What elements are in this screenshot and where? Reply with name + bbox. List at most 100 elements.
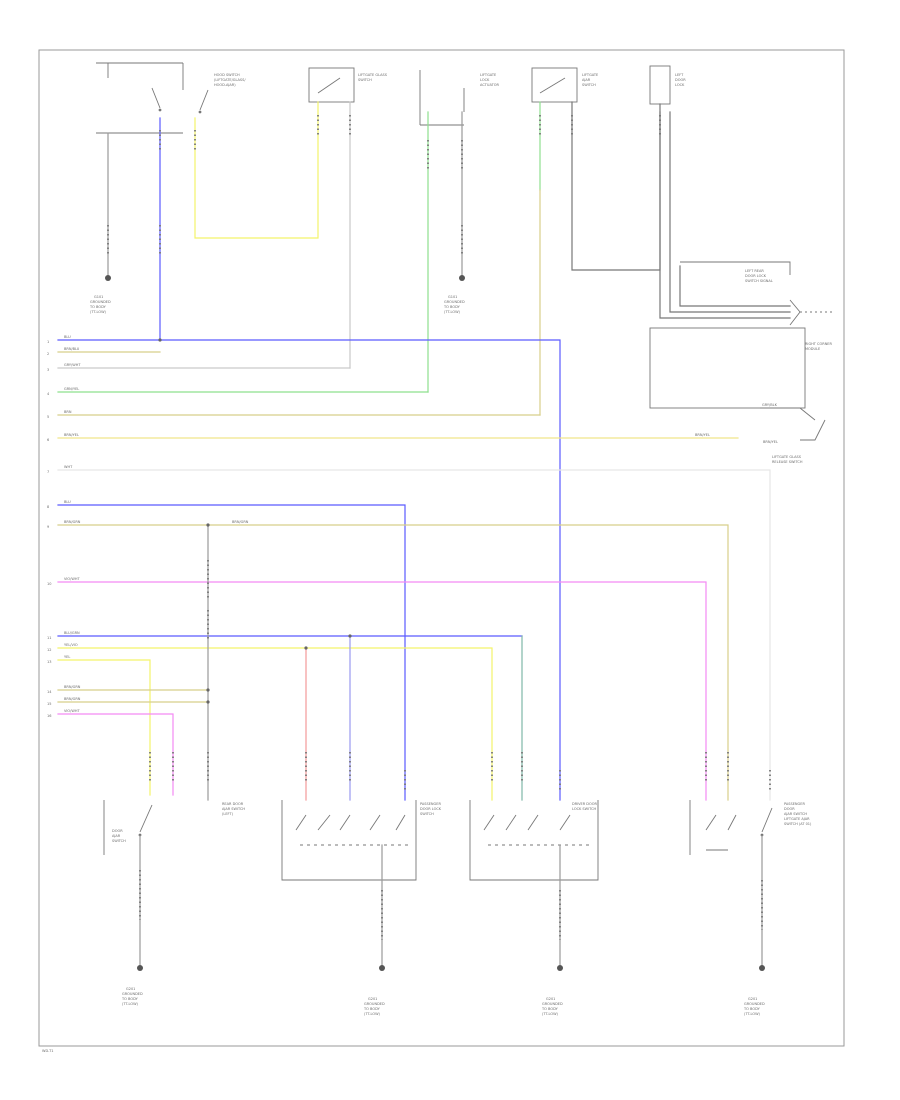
pin-7: 7 <box>47 470 49 474</box>
svg-text:BRN/GRN: BRN/GRN <box>232 520 249 524</box>
svg-text:GRY/WHT: GRY/WHT <box>64 363 81 367</box>
pin-11: 11 <box>47 636 51 640</box>
svg-text:BRN/YEL: BRN/YEL <box>695 433 710 437</box>
svg-text:1: 1 <box>47 340 49 344</box>
svg-text:10: 10 <box>47 582 51 586</box>
svg-text:GRN/YEL: GRN/YEL <box>64 387 79 391</box>
svg-text:BRN/GRN: BRN/GRN <box>64 697 81 701</box>
liftgate-glass-label-1: LIFTGATE GLASS <box>358 73 388 77</box>
driver-door-lock-switch-symbol <box>469 800 599 966</box>
pin-5: 5 <box>47 415 49 419</box>
wire-label-13: YEL <box>64 655 70 659</box>
wire-label-7: WHT <box>64 465 73 469</box>
svg-text:LIFTGATE AJAR: LIFTGATE AJAR <box>784 817 810 821</box>
right-module-box <box>649 327 806 409</box>
passenger-door-lock-switch-symbol <box>281 800 417 966</box>
svg-text:2: 2 <box>47 352 49 356</box>
svg-text:YEL: YEL <box>64 655 70 659</box>
svg-text:5: 5 <box>47 415 49 419</box>
svg-text:(TT-LOW): (TT-LOW) <box>444 310 461 314</box>
relay-top-label-3: SWITCH SIGNAL <box>745 279 773 283</box>
ground-g5-line-1: G201 <box>546 997 555 1001</box>
door-ajar-label-3: SWITCH <box>112 839 126 843</box>
ground-g5-line-2: GROUNDED <box>542 1002 563 1006</box>
liftgate-lock-label-3: ACTUATOR <box>480 83 499 87</box>
svg-text:16: 16 <box>47 714 51 718</box>
ground-g5-icon <box>557 965 563 971</box>
svg-text:YEL/VIO: YEL/VIO <box>64 643 78 647</box>
left-door-lock-label-2: DOOR <box>675 78 686 82</box>
liftgate-glass-label-2: SWITCH <box>358 78 372 82</box>
left-door-lock-label-3: LOCK <box>675 83 685 87</box>
wire-label-12: YEL/VIO <box>64 643 78 647</box>
svg-text:WD-T1: WD-T1 <box>42 1049 53 1053</box>
svg-text:REAR DOOR: REAR DOOR <box>222 802 244 806</box>
ground-g6-line-2: GROUNDED <box>744 1002 765 1006</box>
wire-label-3: GRY/WHT <box>64 363 81 367</box>
svg-text:GROUNDED: GROUNDED <box>444 300 465 304</box>
passenger-ajar-label-1: PASSENGER <box>784 802 805 806</box>
svg-text:BRN/YEL: BRN/YEL <box>763 440 778 444</box>
svg-text:DRIVER DOOR: DRIVER DOOR <box>572 802 598 806</box>
liftgate-glass-switch-symbol <box>308 67 355 103</box>
svg-text:LIFTGATE: LIFTGATE <box>480 73 496 77</box>
wire-label-11: BLU/GRN <box>64 631 80 635</box>
svg-text:G201: G201 <box>126 987 135 991</box>
svg-text:(LIFTGATE/GLASS/: (LIFTGATE/GLASS/ <box>214 78 246 82</box>
svg-text:ACTUATOR: ACTUATOR <box>480 83 499 87</box>
svg-text:GROUNDED: GROUNDED <box>744 1002 765 1006</box>
svg-text:BLU: BLU <box>64 335 71 339</box>
wire-label-5: BRN <box>64 410 72 414</box>
svg-text:BLU/GRN: BLU/GRN <box>64 631 80 635</box>
svg-text:(TT-LOW): (TT-LOW) <box>744 1012 761 1016</box>
ground-g3-line-4: (TT-LOW) <box>122 1002 139 1006</box>
svg-text:DOOR LOCK: DOOR LOCK <box>420 807 442 811</box>
svg-text:PASSENGER: PASSENGER <box>420 802 441 806</box>
svg-text:SWITCH: SWITCH <box>420 812 434 816</box>
svg-text:BLU: BLU <box>64 500 71 504</box>
right-wire-label: BRN/YEL <box>695 433 710 437</box>
svg-text:TO BODY: TO BODY <box>541 1007 559 1011</box>
diagram-frame <box>38 49 845 1047</box>
pin-6: 6 <box>47 438 49 442</box>
hood-switch-label-3: HOOD-AJAR) <box>214 83 236 87</box>
svg-text:LEFT REAR: LEFT REAR <box>745 269 764 273</box>
pin-3: 3 <box>47 368 49 372</box>
svg-text:VIO/WHT: VIO/WHT <box>64 709 80 713</box>
svg-text:SWITCH: SWITCH <box>112 839 126 843</box>
svg-text:HOOD-AJAR): HOOD-AJAR) <box>214 83 236 87</box>
svg-text:TO BODY: TO BODY <box>121 997 139 1001</box>
svg-text:AJAR: AJAR <box>112 834 121 838</box>
wire-label-9: BRN/GRN <box>64 520 81 524</box>
ground-g2-line-1: G101 <box>448 295 457 299</box>
passenger-lock-label-1: PASSENGER <box>420 802 441 806</box>
lower-connectors <box>149 560 771 790</box>
liftgate-ajar-label-3: SWITCH <box>582 83 596 87</box>
liftgate-lock-label-1: LIFTGATE <box>480 73 496 77</box>
svg-text:SWITCH (AT 01): SWITCH (AT 01) <box>784 822 812 826</box>
wire-label-1: BLU <box>64 335 71 339</box>
mid-wire-label: BRN/GRN <box>232 520 249 524</box>
ground-g1-line-2: GROUNDED <box>90 300 111 304</box>
svg-text:(TT-LOW): (TT-LOW) <box>90 310 107 314</box>
splice-dots <box>158 338 352 704</box>
svg-text:WHT: WHT <box>64 465 73 469</box>
svg-text:VIO/WHT: VIO/WHT <box>64 577 80 581</box>
svg-text:(TT-LOW): (TT-LOW) <box>364 1012 381 1016</box>
bus-wires <box>57 339 771 801</box>
svg-text:LIFTGATE GLASS: LIFTGATE GLASS <box>772 455 802 459</box>
svg-text:GROUNDED: GROUNDED <box>542 1002 563 1006</box>
hood-switch-label-2: (LIFTGATE/GLASS/ <box>214 78 246 82</box>
passenger-lock-label-3: SWITCH <box>420 812 434 816</box>
wire-label-4: GRN/YEL <box>64 387 79 391</box>
svg-text:MODULE: MODULE <box>805 347 820 351</box>
ground-g6-line-4: (TT-LOW) <box>744 1012 761 1016</box>
wire-label-16: VIO/WHT <box>64 709 80 713</box>
wire-label-10: VIO/WHT <box>64 577 80 581</box>
liftgate-ajar-switch-symbol <box>531 67 578 103</box>
door-ajar-label-2: AJAR <box>112 834 121 838</box>
svg-text:PASSENGER: PASSENGER <box>784 802 805 806</box>
pin-13: 13 <box>47 660 51 664</box>
ground-g2-icon <box>459 275 465 281</box>
ground-g2-line-4: (TT-LOW) <box>444 310 461 314</box>
